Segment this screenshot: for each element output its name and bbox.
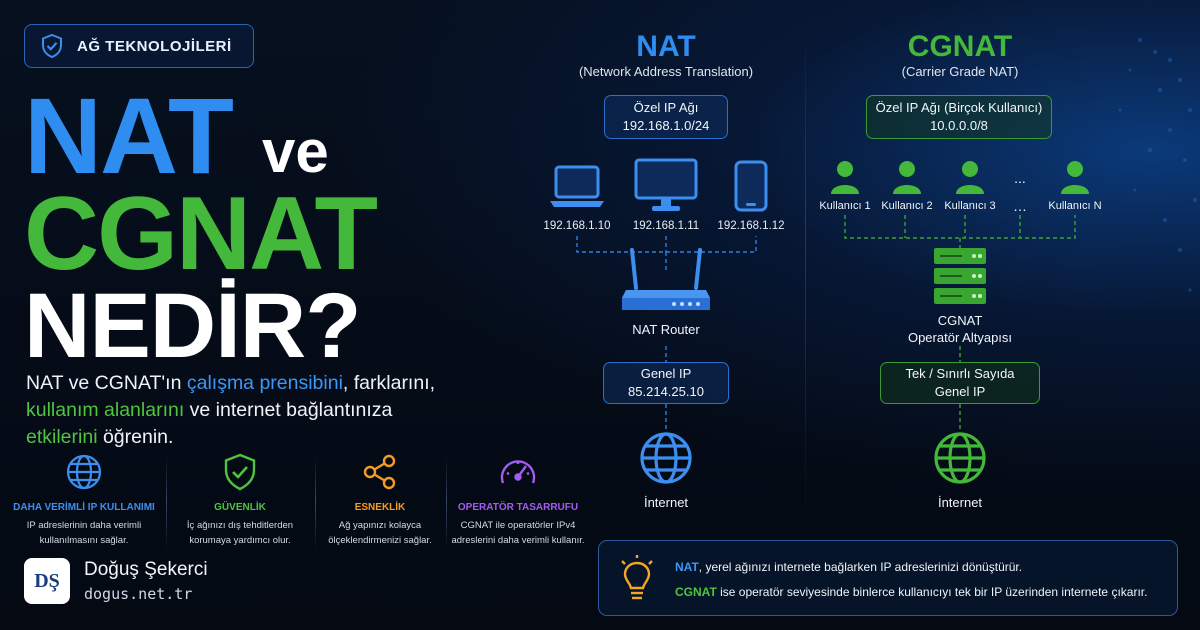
phone-icon <box>734 160 768 212</box>
nat-router-label: NAT Router <box>632 322 700 337</box>
author-block: DŞ Doğuş Şekerci dogus.net.tr <box>24 558 208 604</box>
feature-title: DAHA VERİMLİ IP KULLANIMI <box>13 502 155 513</box>
nat-subtitle: (Network Address Translation) <box>578 64 754 79</box>
cgnat-public-line2: Genel IP <box>934 384 986 399</box>
laptop-icon <box>550 165 604 207</box>
desc-text: NAT ve CGNAT'ın <box>26 372 187 394</box>
user-icon <box>893 161 921 194</box>
divider <box>315 455 316 550</box>
divider <box>166 455 167 550</box>
user-icon <box>831 161 859 194</box>
cgnat-public-line1: Tek / Sınırlı Sayıda <box>905 366 1015 381</box>
nat-public-ip-box: Genel IP 85.214.25.10 <box>603 362 729 404</box>
nat-internet-label: İnternet <box>643 495 689 510</box>
nat-title: NAT <box>636 30 696 63</box>
user-label: Kullanıcı 2 <box>881 200 933 212</box>
nat-private-network-box: Özel IP Ağı 192.168.1.0/24 <box>604 95 728 139</box>
nat-private-label: Özel IP Ağı <box>633 100 699 115</box>
headline-nat: NAT <box>24 75 234 196</box>
author-logo: DŞ <box>24 558 70 604</box>
desc-highlight: kullanım alanlarını <box>26 399 185 421</box>
desc-text: ve internet bağlantınıza <box>184 399 393 421</box>
description: NAT ve CGNAT'ın çalışma prensibini, fark… <box>26 370 466 451</box>
cgnat-subtitle: (Carrier Grade NAT) <box>901 64 1019 79</box>
router-icon <box>622 248 710 310</box>
user-label: Kullanıcı 1 <box>819 200 871 212</box>
desc-text: , farklarını, <box>342 372 436 394</box>
cgnat-private-network-box: Özel IP Ağı (Birçok Kullanıcı) 10.0.0.0/… <box>866 95 1052 139</box>
globe-icon <box>640 432 692 484</box>
nat-public-label: Genel IP <box>640 366 692 381</box>
headline-nedir: NEDİR? <box>24 275 361 377</box>
category-badge: AĞ TEKNOLOJİLERİ <box>24 24 254 68</box>
device-ip: 192.168.1.10 <box>543 220 611 232</box>
divider <box>446 455 447 550</box>
device-ip: 192.168.1.11 <box>632 220 700 232</box>
user-icon <box>1061 161 1089 194</box>
shield-check-icon <box>42 33 62 59</box>
shield-check-icon <box>224 453 256 491</box>
user-ellipsis-label: … <box>1013 198 1027 214</box>
cgnat-private-label: Özel IP Ağı (Birçok Kullanıcı) <box>875 100 1043 115</box>
badge-label: AĞ TEKNOLOJİLERİ <box>77 37 232 55</box>
device-ip: 192.168.1.12 <box>717 220 785 232</box>
user-ellipsis: ... <box>1014 170 1026 186</box>
author-site[interactable]: dogus.net.tr <box>84 585 193 603</box>
headline-ve: ve <box>262 118 329 185</box>
nat-private-range: 192.168.1.0/24 <box>622 118 710 133</box>
column-divider <box>805 20 806 525</box>
desc-text: öğrenin. <box>97 426 174 448</box>
feature-operator-savings: OPERATÖR TASARRUFU CGNAT ile operatörler… <box>444 452 592 548</box>
feature-title: ESNEKLİK <box>354 502 406 513</box>
author-name: Doğuş Şekerci <box>84 559 208 580</box>
feature-title: GÜVENLİK <box>214 502 266 513</box>
globe-icon <box>66 454 102 490</box>
cgnat-internet-label: İnternet <box>937 495 983 510</box>
nat-public-ip: 85.214.25.10 <box>628 384 704 399</box>
summary-box: NAT, yerel ağınızı internete bağlarken I… <box>598 540 1178 616</box>
cgnat-public-ip-box: Tek / Sınırlı Sayıda Genel IP <box>880 362 1040 404</box>
desc-highlight: etkilerini <box>26 426 98 448</box>
cgnat-private-range: 10.0.0.0/8 <box>930 118 988 133</box>
user-label: Kullanıcı N <box>1048 200 1102 212</box>
feature-ip-efficiency: DAHA VERİMLİ IP KULLANIMI IP adreslerini… <box>10 452 158 548</box>
user-icon <box>956 161 984 194</box>
server-icon <box>934 248 986 304</box>
user-label: Kullanıcı 3 <box>944 200 996 212</box>
globe-icon <box>934 432 986 484</box>
gauge-icon <box>500 460 536 484</box>
desktop-icon <box>634 158 698 211</box>
headline-cgnat: CGNAT <box>24 176 378 292</box>
world-map-dots <box>1118 38 1197 292</box>
cgnat-title: CGNAT <box>907 30 1013 63</box>
desc-highlight: çalışma prensibini <box>186 372 343 394</box>
summary-nat: NAT, yerel ağınızı internete bağlarken I… <box>675 560 1023 574</box>
share-icon <box>363 454 396 490</box>
feature-title: OPERATÖR TASARRUFU <box>457 502 579 513</box>
summary-cgnat: CGNAT ise operatör seviyesinde binlerce … <box>675 585 1148 599</box>
lightbulb-icon <box>621 555 653 600</box>
